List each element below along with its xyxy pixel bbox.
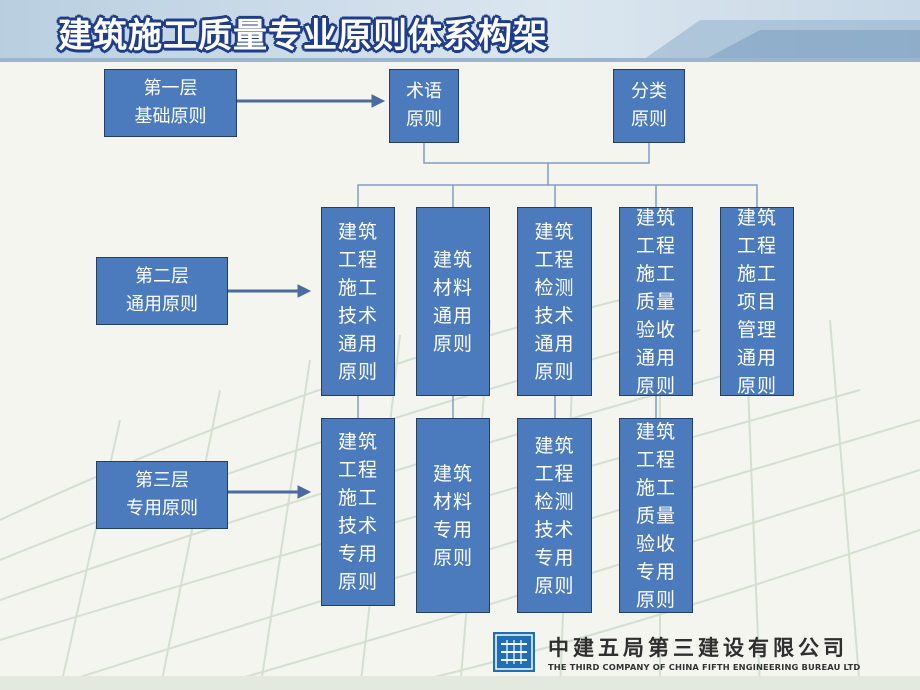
company-logo-icon bbox=[493, 632, 535, 672]
level-3-box: 第三层 专用原则 bbox=[96, 461, 228, 529]
general-label: 建筑工程施工质量验收通用原则 bbox=[635, 206, 676, 397]
general-box-construction-tech: 建筑工程施工技术通用原则 bbox=[321, 207, 395, 396]
level-2-label: 第二层 通用原则 bbox=[126, 266, 198, 315]
special-box-testing-tech: 建筑工程检测技术专用原则 bbox=[517, 418, 592, 613]
general-label: 建筑材料通用原则 bbox=[432, 248, 473, 355]
general-label: 建筑工程检测技术通用原则 bbox=[534, 220, 575, 383]
level-3-label: 第三层 专用原则 bbox=[126, 470, 198, 519]
special-box-materials: 建筑材料专用原则 bbox=[416, 418, 490, 613]
general-box-materials: 建筑材料通用原则 bbox=[416, 207, 490, 396]
general-box-project-management: 建筑工程施工项目管理通用原则 bbox=[720, 207, 794, 397]
connector-lines bbox=[357, 143, 758, 418]
special-label: 建筑工程检测技术专用原则 bbox=[534, 434, 575, 597]
special-label: 建筑工程施工质量验收专用原则 bbox=[635, 420, 676, 611]
level-1-label: 第一层 基础原则 bbox=[134, 78, 207, 127]
terms-label: 术语 原则 bbox=[406, 81, 442, 130]
terms-box: 术语 原则 bbox=[389, 69, 459, 143]
general-label: 建筑工程施工技术通用原则 bbox=[337, 220, 378, 383]
special-label: 建筑材料专用原则 bbox=[432, 462, 473, 569]
general-box-testing-tech: 建筑工程检测技术通用原则 bbox=[517, 207, 592, 396]
special-box-construction-tech: 建筑工程施工技术专用原则 bbox=[321, 418, 395, 606]
classification-box: 分类 原则 bbox=[613, 69, 685, 143]
special-box-quality-acceptance: 建筑工程施工质量验收专用原则 bbox=[619, 418, 693, 613]
company-name-cn: 中建五局第三建设有限公司 bbox=[548, 636, 848, 660]
company-name-en: THE THIRD COMPANY OF CHINA FIFTH ENGINEE… bbox=[548, 662, 861, 672]
level-1-box: 第一层 基础原则 bbox=[104, 69, 237, 137]
general-label: 建筑工程施工项目管理通用原则 bbox=[736, 206, 777, 397]
special-label: 建筑工程施工技术专用原则 bbox=[337, 431, 378, 593]
level-2-box: 第二层 通用原则 bbox=[96, 257, 228, 325]
classification-label: 分类 原则 bbox=[631, 81, 667, 130]
page-title: 建筑施工质量专业原则体系构架 bbox=[58, 16, 548, 56]
general-box-quality-acceptance: 建筑工程施工质量验收通用原则 bbox=[619, 207, 693, 397]
